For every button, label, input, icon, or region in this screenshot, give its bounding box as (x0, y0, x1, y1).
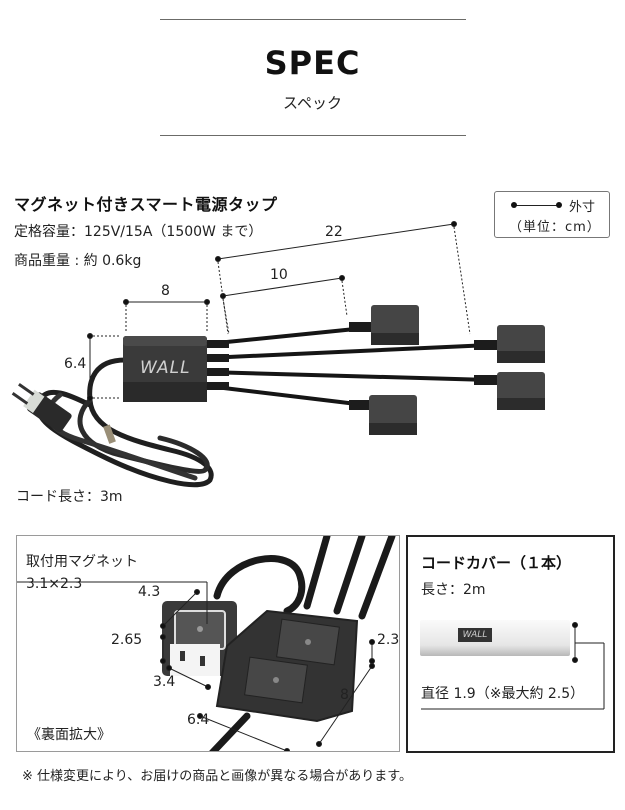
header-top-divider (160, 19, 466, 20)
cord-cover-title: コードカバー（１本） (421, 554, 572, 572)
cord-cover-logo: WALL (458, 628, 492, 642)
dimension-line-icon (514, 205, 559, 206)
page-title: SPEC (264, 44, 361, 82)
header-bottom-divider (160, 135, 466, 136)
magnet-label: 取付用マグネット (26, 554, 138, 570)
cord-cover-length: 長さ：2m (421, 582, 486, 598)
product-name: マグネット付きスマート電源タップ (14, 195, 278, 214)
dim-outlet-width: 3.4 (153, 674, 176, 690)
product-weight: 商品重量 : 約 0.6kg (14, 253, 142, 269)
cord-cover-diameter: 直径 1.9（※最大約 2.5） (421, 686, 585, 702)
magnet-size: 3.1×2.3 (26, 576, 83, 592)
back-view-caption: 《裏面拡大》 (27, 727, 111, 743)
back-view-illustration (17, 536, 396, 751)
dim-outlet-depth: 4.3 (138, 584, 161, 600)
dim-body-width: 8 (161, 283, 170, 299)
rated-capacity: 定格容量：125V/15A（1500W まで） (14, 224, 263, 240)
dim-short-cord: 10 (270, 267, 288, 283)
legend-unit: （単位：cm） (509, 220, 601, 235)
brand-logo: WALL (140, 358, 191, 378)
dim-back-body-width: 6.4 (187, 712, 210, 728)
cord-cover-image: WALL (420, 620, 570, 656)
dim-body-thickness: 2.3 (377, 632, 400, 648)
power-strip-illustration (11, 221, 545, 488)
dim-outlet-height: 2.65 (111, 632, 143, 648)
dim-body-height: 6.4 (64, 356, 87, 372)
legend-label: 外寸 (569, 200, 596, 215)
dimension-dot-icon (511, 202, 517, 208)
dim-long-cord: 22 (325, 224, 343, 240)
dimension-dot-icon (556, 202, 562, 208)
cord-cover-panel: コードカバー（１本） 長さ：2m WALL 直径 1.9（※最大約 2.5） (406, 535, 615, 753)
footnote: ※ 仕様変更により、お届けの商品と画像が異なる場合があります。 (22, 769, 412, 784)
cord-length: コード長さ：3m (16, 489, 123, 505)
back-view-panel: 取付用マグネット 3.1×2.3 4.3 2.65 3.4 2.3 8 6.4 … (16, 535, 400, 752)
dim-back-body-length: 8 (340, 687, 349, 703)
page-subtitle: スペック (283, 94, 342, 112)
diameter-dimension (421, 622, 605, 710)
dimension-legend: 外寸 （単位：cm） (494, 191, 610, 238)
